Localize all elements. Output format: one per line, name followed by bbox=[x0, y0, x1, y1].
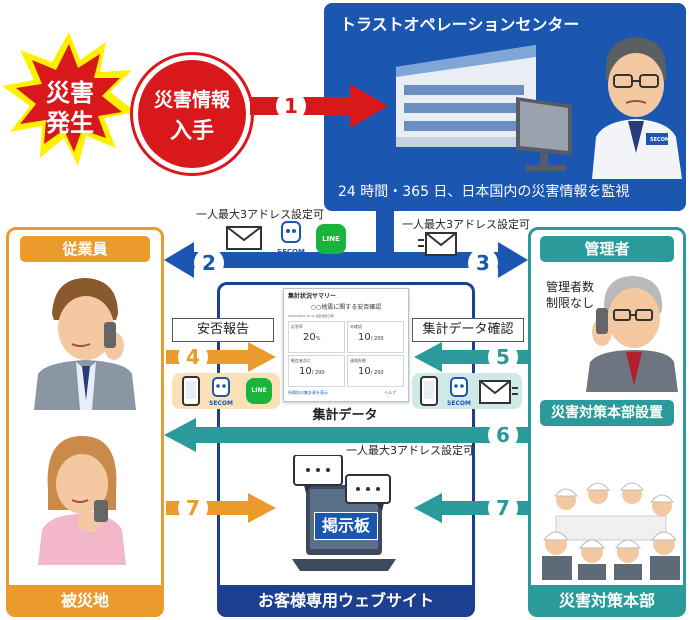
secom-label-2: SECOM bbox=[277, 248, 305, 256]
summary-card: 集計状況サマリー ○○地震に関する安否確認 2020/09/02 10:12 最… bbox=[283, 288, 409, 402]
summary-cell-1: 応答率 20% bbox=[288, 321, 345, 353]
disaster-burst-text-1: 災害 bbox=[46, 79, 94, 107]
operator-illustration bbox=[592, 37, 682, 179]
secom-app-icon bbox=[281, 221, 301, 243]
step-7-badge-right: 7 bbox=[488, 493, 518, 523]
step-4-badge: 4 bbox=[178, 342, 208, 372]
monitor-illustration bbox=[516, 97, 572, 171]
smartphone-icon-left bbox=[182, 376, 200, 406]
disaster-info-text-2: 入手 bbox=[169, 119, 214, 144]
summary-date: 2020/09/02 10:12 最新更新日時 bbox=[288, 314, 334, 318]
operation-center-panel: トラストオペレーションセンター SECOM 24 時間・365 日、日本国内の災… bbox=[324, 3, 686, 211]
building-illustration bbox=[396, 45, 536, 147]
arrow-step-4 bbox=[166, 342, 276, 372]
step-7-badge-left: 7 bbox=[178, 493, 208, 523]
line-icon: LINE bbox=[316, 224, 346, 254]
operation-center-title: トラストオペレーションセンター bbox=[340, 15, 580, 34]
note-step-2: 一人最大3アドレス設定可 bbox=[196, 208, 324, 221]
secom-label-left: SECOM bbox=[209, 400, 233, 407]
step-5-badge: 5 bbox=[488, 342, 518, 372]
hq-setup-head: 災害対策本部設置 bbox=[540, 400, 674, 426]
arrow-step-7-right bbox=[414, 493, 528, 523]
summary-cell-4: 連絡失敗 10/ 200 bbox=[347, 355, 404, 387]
admin-note-1: 管理者数 bbox=[546, 280, 595, 294]
secom-app-icon-right bbox=[450, 377, 468, 397]
mail-icon-right bbox=[479, 380, 518, 404]
affected-area-foot: 被災地 bbox=[6, 585, 164, 617]
aggregate-confirm-label: 集計データ確認 bbox=[412, 318, 524, 342]
employee-head: 従業員 bbox=[20, 236, 150, 262]
hq-foot: 災害対策本部 bbox=[528, 585, 686, 617]
website-foot: お客様専用ウェブサイト bbox=[217, 585, 475, 617]
arrow-step-7-left bbox=[166, 493, 276, 523]
arrow-step-5 bbox=[414, 342, 528, 372]
summary-title: 集計状況サマリー bbox=[288, 293, 337, 300]
secom-label-right: SECOM bbox=[447, 400, 471, 407]
aggregate-data-caption: 集計データ bbox=[312, 408, 378, 423]
disaster-burst-text-2: 発生 bbox=[46, 109, 94, 137]
admin-note-2: 制限なし bbox=[546, 296, 595, 310]
mail-icon-3 bbox=[418, 232, 457, 256]
administrator-head: 管理者 bbox=[540, 236, 674, 262]
operation-center-caption: 24 時間・365 日、日本国内の災害情報を監視 bbox=[338, 184, 630, 200]
secom-app-icon-left bbox=[212, 377, 230, 397]
hq-meeting-illustration bbox=[542, 482, 680, 580]
note-step-6: 一人最大3アドレス設定可 bbox=[346, 444, 474, 457]
arrow-step-1 bbox=[250, 84, 388, 128]
administrator-illustration bbox=[586, 276, 678, 392]
mail-icon bbox=[226, 226, 262, 250]
summary-subtitle: ○○地震に関する安否確認 bbox=[310, 304, 382, 311]
male-employee-illustration bbox=[34, 278, 136, 410]
note-step-3: 一人最大3アドレス設定可 bbox=[402, 218, 530, 231]
summary-footer-link[interactable]: 所属別の集計表を表示 bbox=[288, 390, 328, 395]
summary-cell-2: 未確認 10/ 200 bbox=[347, 321, 404, 353]
bulletin-board-label: 掲示板 bbox=[314, 512, 378, 540]
step-3-badge: 3 bbox=[468, 248, 498, 278]
summary-cell-3: 軽症者含む 10/ 200 bbox=[288, 355, 345, 387]
step-1-badge: 1 bbox=[276, 91, 306, 121]
disaster-info-circle: 災害情報 入手 bbox=[130, 52, 254, 176]
secom-badge: SECOM bbox=[650, 137, 670, 143]
smartphone-icon-right bbox=[420, 376, 438, 406]
disaster-info-text-1: 災害情報 bbox=[153, 89, 230, 111]
disaster-burst-shape bbox=[2, 32, 136, 166]
female-employee-illustration bbox=[38, 436, 126, 565]
summary-help-link[interactable]: ヘルプ bbox=[384, 390, 396, 395]
arrow-step-6 bbox=[164, 418, 530, 452]
line-icon-left: LINE bbox=[246, 378, 272, 404]
safety-report-label: 安否報告 bbox=[172, 318, 274, 342]
step-2-badge: 2 bbox=[194, 248, 224, 278]
step-6-badge: 6 bbox=[488, 420, 518, 450]
